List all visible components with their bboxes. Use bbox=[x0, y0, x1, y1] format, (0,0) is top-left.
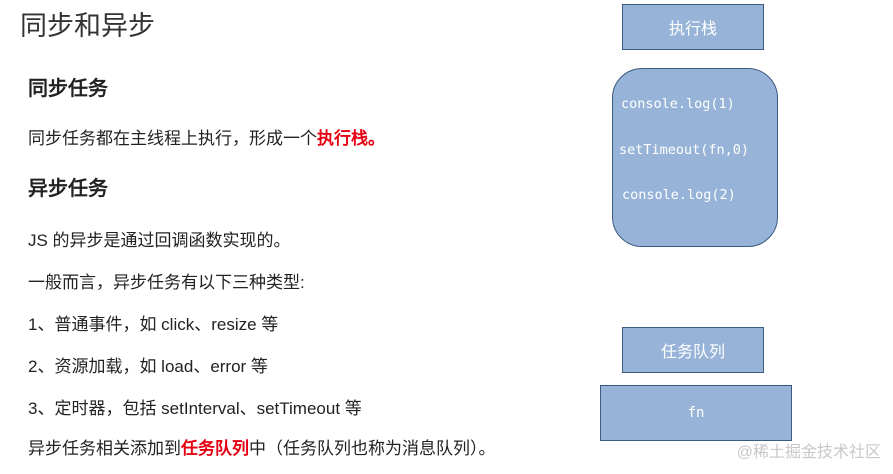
stack-label-box: 执行栈 bbox=[622, 4, 764, 50]
watermark: @稀土掘金技术社区 bbox=[736, 444, 881, 461]
queue-label-box: 任务队列 bbox=[622, 327, 764, 373]
sync-heading: 同步任务 bbox=[28, 78, 108, 100]
stack-item: console.log(1) bbox=[621, 96, 735, 112]
page-title: 同步和异步 bbox=[20, 11, 155, 41]
async-type-item: 1、普通事件，如 click、resize 等 bbox=[28, 315, 279, 334]
stack-item: setTimeout(fn,0) bbox=[619, 142, 750, 158]
queue-item: fn bbox=[600, 385, 792, 441]
async-types-intro: 一般而言，异步任务有以下三种类型: bbox=[28, 273, 305, 292]
async-footer-suffix: 中（任务队列也称为消息队列）。 bbox=[249, 439, 496, 458]
async-intro: JS 的异步是通过回调函数实现的。 bbox=[28, 231, 291, 250]
sync-text: 同步任务都在主线程上执行，形成一个 bbox=[28, 129, 317, 148]
sync-description: 同步任务都在主线程上执行，形成一个执行栈。 bbox=[28, 124, 385, 149]
async-type-item: 3、定时器，包括 setInterval、setTimeout 等 bbox=[28, 399, 362, 418]
sync-highlight: 执行栈。 bbox=[317, 129, 385, 148]
execution-stack bbox=[612, 68, 778, 247]
async-footer: 异步任务相关添加到任务队列中（任务队列也称为消息队列）。 bbox=[28, 434, 496, 459]
async-footer-highlight: 任务队列 bbox=[181, 439, 249, 458]
async-heading: 异步任务 bbox=[28, 178, 108, 200]
async-footer-prefix: 异步任务相关添加到 bbox=[28, 439, 181, 458]
stack-item: console.log(2) bbox=[622, 187, 736, 203]
async-type-item: 2、资源加载，如 load、error 等 bbox=[28, 357, 268, 376]
